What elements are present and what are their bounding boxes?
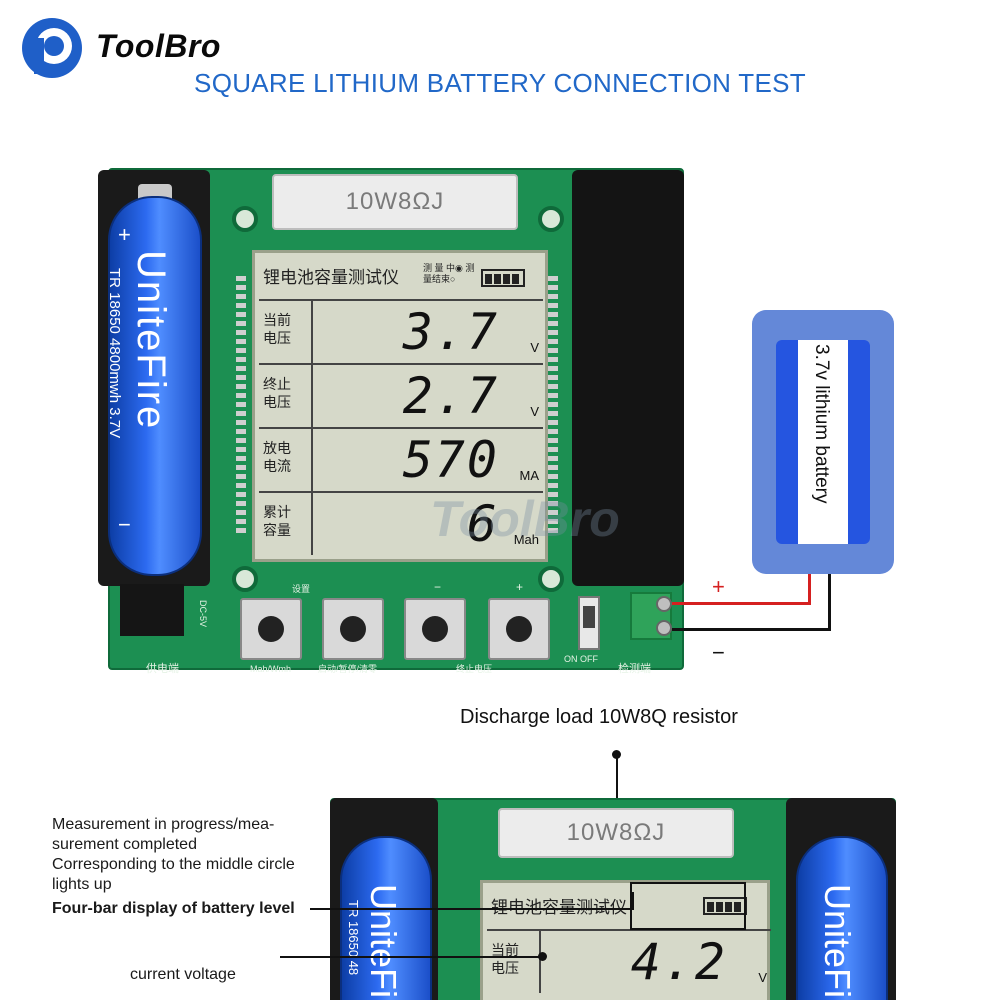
lcd-row-value: 2.7 (402, 367, 499, 425)
measurement-caption-4: lights up (52, 876, 112, 893)
switch-label: ON OFF (564, 654, 598, 664)
mount-hole-icon (538, 566, 564, 592)
watermark: ToolBro (430, 491, 620, 547)
lcd-title: 锂电池容量测试仪 (491, 893, 627, 918)
current-voltage-caption: current voltage (130, 966, 236, 983)
lcd-display: 锂电池容量测试仪 测 量 中◉ 测量结束○ 当前电压 3.7 V 终止电压 2.… (252, 250, 548, 562)
lithium-cell-closeup (340, 836, 432, 1000)
four-bar-highlight (630, 882, 746, 930)
battery-level-icon (481, 269, 525, 287)
cell-brand-text: UniteFire (129, 250, 173, 431)
mount-hole-icon (232, 206, 258, 232)
discharge-load-caption: Discharge load 10W8Q resistor (460, 706, 738, 728)
button-bottom-label: 启动/暂停/清零 (318, 664, 378, 674)
measurement-caption-3: Corresponding to the middle circle (52, 856, 295, 873)
lcd-title: 锂电池容量测试仪 (263, 268, 399, 287)
cell-minus-sign: − (118, 512, 131, 537)
set-button[interactable] (240, 598, 302, 660)
cell-brand-text: UniteFire (817, 884, 858, 1000)
page-headline: SQUARE LITHIUM BATTERY CONNECTION TEST (194, 68, 806, 98)
lcd-row-label: 终止电压 (263, 376, 291, 410)
pin-strip-left (236, 276, 246, 536)
detect-port-label: 检测端 (618, 663, 651, 675)
button-top-label: 设置 (292, 584, 311, 594)
mount-hole-icon (538, 206, 564, 232)
lithium-cell (108, 196, 202, 576)
mount-hole-icon (232, 566, 258, 592)
lcd-row-label: 当前电压 (263, 312, 291, 346)
cell-brand-text: UniteFire (363, 884, 404, 1000)
power-switch[interactable] (578, 596, 600, 650)
discharge-resistor-closeup: 10W8ΩJ (498, 808, 734, 858)
lcd-row-unit: V (758, 970, 767, 985)
discharge-resistor: 10W8ΩJ (272, 174, 518, 230)
cell-spec-text: TR 18650 4800mwh 3.7V (106, 268, 123, 439)
lithium-cell-closeup (796, 836, 888, 1000)
button-top-label: − (434, 580, 442, 594)
cell-spec-text: TR 18650 48 (346, 900, 361, 976)
plus-button[interactable] (488, 598, 550, 660)
plus-sign: + (712, 574, 725, 599)
battery-level-icon (703, 897, 747, 915)
button-bottom-label: Mah/Wmh (250, 664, 292, 674)
terminal-screw-icon (656, 620, 672, 636)
toolbro-logo-icon (22, 18, 82, 78)
measurement-caption-2: surement completed (52, 836, 197, 853)
minus-button[interactable] (404, 598, 466, 660)
lcd-row-value: 3.7 (402, 303, 499, 361)
red-wire (672, 602, 810, 605)
lcd-row-label: 累计容量 (263, 504, 291, 538)
battery-holder-right (572, 170, 684, 586)
lcd-status-indicator: 测 量 中◉ 测量结束○ (423, 263, 475, 284)
start-pause-button[interactable] (322, 598, 384, 660)
lcd-row-unit: V (530, 340, 539, 355)
dc-label: DC-5V (198, 600, 208, 628)
lcd-row-current-voltage: 当前电压 4.2 V (487, 929, 771, 993)
measurement-caption-1: Measurement in progress/mea- (52, 816, 275, 833)
lcd-row-unit: V (530, 404, 539, 419)
pin-strip-right (548, 276, 558, 536)
power-port-label: 供电端 (146, 663, 179, 675)
lcd-row-label: 当前电压 (491, 942, 519, 976)
button-top-label: + (516, 580, 524, 594)
lcd-row-current-voltage: 当前电压 3.7 V (259, 299, 543, 363)
cell-plus-sign: + (118, 222, 131, 247)
button-bottom-label: 终止电压 (456, 664, 493, 674)
minus-sign: − (712, 640, 725, 665)
lcd-display-closeup: 锂电池容量测试仪 当前电压 4.2 V (480, 880, 771, 1000)
lcd-row-value: 4.2 (630, 933, 727, 991)
lcd-row-capacity: 累计容量 6 Mah (259, 491, 543, 555)
lcd-row-label: 放电电流 (263, 440, 291, 474)
terminal-screw-icon (656, 596, 672, 612)
battery-pack-label: 3.7v lithium battery (811, 344, 832, 504)
lcd-row-unit: Mah (513, 532, 539, 547)
lcd-row-value: 6 (466, 495, 499, 553)
four-bar-caption: Four-bar display of battery level (52, 900, 295, 917)
lcd-row-end-voltage: 终止电压 2.7 V (259, 363, 543, 427)
dc-jack (120, 584, 184, 636)
lcd-row-unit: MA (519, 468, 540, 483)
lcd-row-value: 570 (402, 431, 499, 489)
lcd-row-discharge-current: 放电电流 570 MA (259, 427, 543, 491)
brand-name: ToolBro (96, 28, 221, 64)
black-wire (672, 628, 830, 631)
